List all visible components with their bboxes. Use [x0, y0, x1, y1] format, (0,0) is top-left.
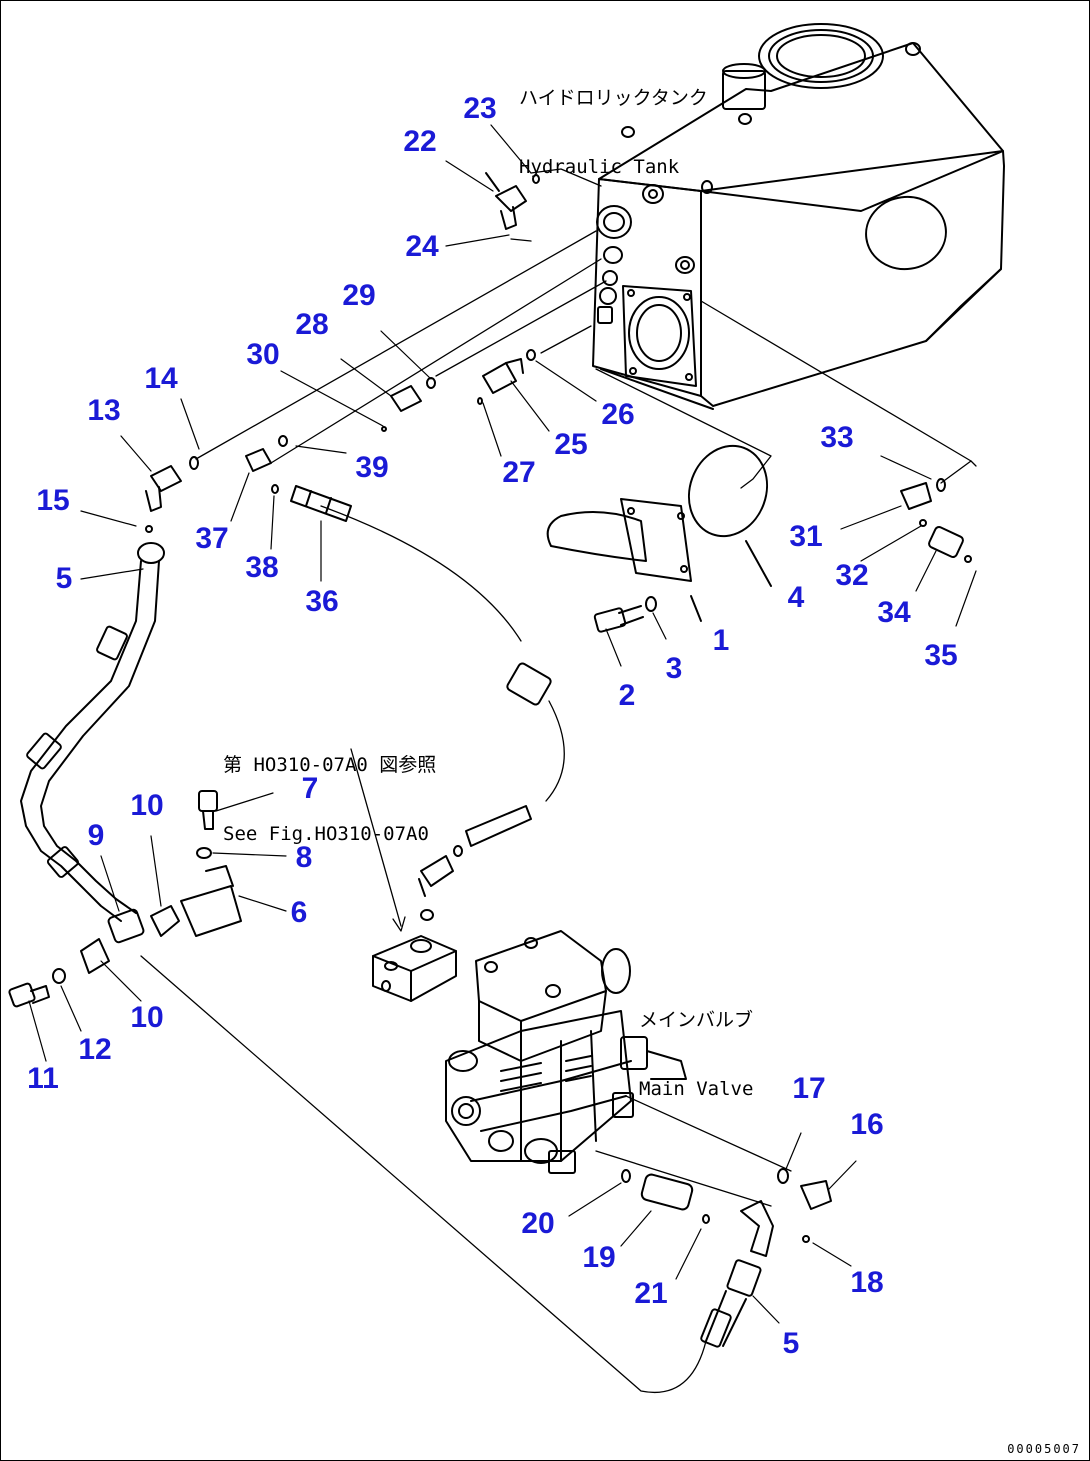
main-valve: [445, 930, 687, 1174]
callout-5-upper[interactable]: 5: [55, 562, 73, 595]
callout-31[interactable]: 31: [789, 520, 823, 553]
callout-35[interactable]: 35: [924, 639, 958, 672]
callout-26[interactable]: 26: [601, 398, 635, 431]
tank-label-jp: ハイドロリックタンク: [519, 87, 708, 109]
left-hose-assembly: [8, 542, 242, 1008]
connection-lines: [140, 168, 977, 1393]
callout-18[interactable]: 18: [850, 1266, 884, 1299]
callout-37[interactable]: 37: [195, 522, 229, 555]
drawing-code: 00005007: [1007, 1442, 1081, 1456]
callout-8[interactable]: 8: [295, 841, 313, 874]
hydraulic-tank: [592, 23, 1005, 410]
callout-34[interactable]: 34: [877, 596, 911, 629]
junction-block: [372, 935, 457, 1002]
callout-32[interactable]: 32: [835, 559, 869, 592]
see-figure-jp: 第 HO310-07A0 図参照: [223, 754, 437, 776]
callout-2[interactable]: 2: [618, 679, 636, 712]
callout-28[interactable]: 28: [295, 308, 329, 341]
tank-label: ハイドロリックタンク Hydraulic Tank: [519, 41, 708, 225]
valve-label-jp: メインバルブ: [639, 1009, 754, 1031]
callout-11[interactable]: 11: [27, 1062, 59, 1095]
callout-17[interactable]: 17: [792, 1072, 826, 1105]
callout-29[interactable]: 29: [342, 279, 376, 312]
callout-7[interactable]: 7: [301, 772, 319, 805]
callout-16[interactable]: 16: [850, 1108, 884, 1141]
callout-25[interactable]: 25: [554, 428, 588, 461]
callout-10-lower[interactable]: 10: [130, 1001, 164, 1034]
callout-12[interactable]: 12: [78, 1033, 112, 1066]
tank-fittings: [145, 172, 972, 921]
callout-15[interactable]: 15: [36, 484, 70, 517]
valve-fittings: [621, 1168, 832, 1348]
callout-20[interactable]: 20: [521, 1207, 555, 1240]
see-figure-note: 第 HO310-07A0 図参照 See Fig.HO310-07A0: [223, 708, 436, 892]
callout-9[interactable]: 9: [87, 819, 105, 852]
callout-22[interactable]: 22: [403, 125, 437, 158]
callout-23[interactable]: 23: [463, 92, 497, 125]
callout-21[interactable]: 21: [634, 1277, 668, 1310]
callout-14[interactable]: 14: [144, 362, 178, 395]
callout-6[interactable]: 6: [290, 896, 308, 929]
valve-label: メインバルブ Main Valve: [639, 963, 753, 1147]
callout-36[interactable]: 36: [305, 585, 339, 618]
callout-1[interactable]: 1: [712, 624, 730, 657]
callout-19[interactable]: 19: [582, 1241, 616, 1274]
callout-leaders: [28, 124, 977, 1324]
callout-4[interactable]: 4: [787, 581, 805, 614]
callout-3[interactable]: 3: [665, 652, 683, 685]
callout-27[interactable]: 27: [502, 456, 536, 489]
valve-label-en: Main Valve: [639, 1078, 754, 1100]
callout-24[interactable]: 24: [405, 230, 439, 263]
callout-38[interactable]: 38: [245, 551, 279, 584]
callout-30[interactable]: 30: [246, 338, 280, 371]
suction-hose: [546, 444, 772, 633]
callout-5-lower[interactable]: 5: [782, 1327, 800, 1360]
tank-label-en: Hydraulic Tank: [519, 156, 680, 178]
callout-13[interactable]: 13: [87, 394, 121, 427]
callout-39[interactable]: 39: [355, 451, 389, 484]
callout-10-upper[interactable]: 10: [130, 789, 164, 822]
see-figure-en: See Fig.HO310-07A0: [223, 823, 429, 845]
callout-33[interactable]: 33: [820, 421, 854, 454]
